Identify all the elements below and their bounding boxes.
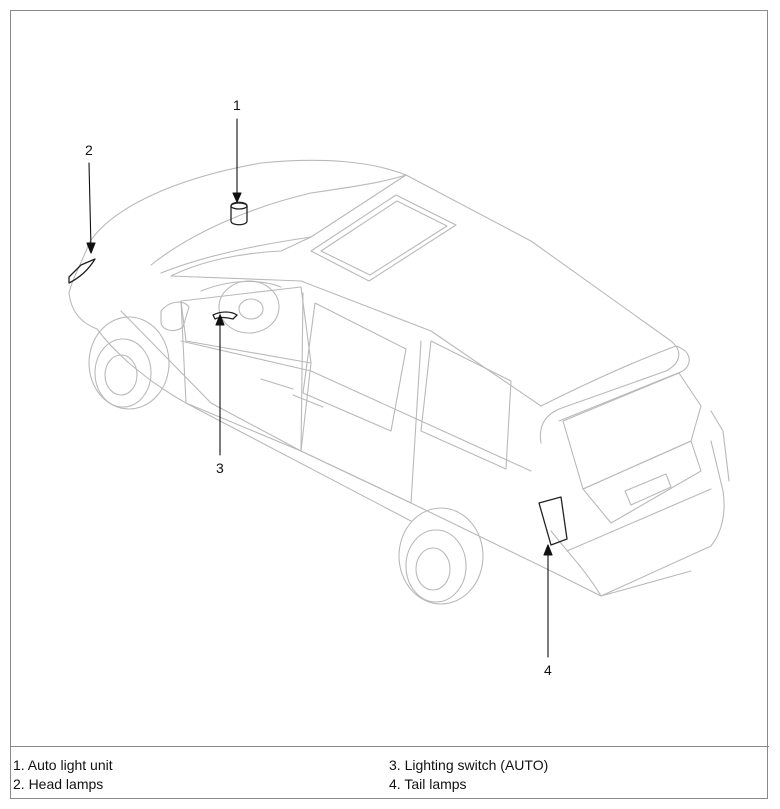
callout-3: 3: [216, 460, 224, 476]
tail-lamp: [539, 497, 567, 545]
legend-item-auto-light-unit: 1. Auto light unit: [13, 756, 113, 775]
plate-recess: [625, 474, 671, 505]
front-window: [181, 287, 311, 363]
rear-wheel-arch: [399, 508, 483, 604]
rear-window: [421, 341, 511, 469]
legend: 1. Auto light unit 2. Head lamps 3. Ligh…: [11, 746, 769, 798]
windshield-lower: [161, 175, 406, 273]
head-lamp: [69, 259, 95, 283]
callout-4: 4: [544, 662, 552, 678]
steering-hub: [239, 299, 263, 319]
sill-line: [121, 311, 691, 596]
rear-hub: [416, 548, 450, 590]
arrow-4: [544, 545, 552, 555]
legend-column-left: 1. Auto light unit 2. Head lamps: [13, 756, 113, 794]
steering-wheel: [219, 281, 279, 333]
rear-glass: [563, 373, 701, 489]
rear-corner: [711, 411, 729, 481]
rear-wheel: [406, 530, 466, 602]
lighting-switch: [213, 312, 237, 319]
legend-column-right: 3. Lighting switch (AUTO) 4. Tail lamps: [389, 756, 548, 794]
arrow-1: [233, 193, 241, 202]
body-side-belt: [181, 341, 531, 471]
slide-window: [303, 303, 406, 431]
front-wheel: [95, 339, 151, 407]
callout-2: 2: [85, 142, 93, 158]
a-pillar: [171, 237, 311, 276]
rear-bumper-line: [567, 489, 711, 551]
legend-item-lighting-switch: 3. Lighting switch (AUTO): [389, 756, 548, 775]
arrow-2: [87, 243, 95, 253]
callout-1: 1: [233, 97, 241, 113]
minivan-drawing: 1 2 3 4: [11, 11, 769, 746]
side-mirror: [161, 302, 189, 330]
slide-door: [301, 293, 421, 503]
legend-item-tail-lamps: 4. Tail lamps: [389, 775, 548, 794]
vehicle-illustration: 1 2 3 4: [11, 11, 769, 746]
auto-light-sensor-top: [231, 203, 247, 209]
hatch-panel: [583, 441, 701, 523]
rear-spoiler: [541, 346, 689, 421]
dash-line: [201, 281, 281, 291]
front-hub: [105, 355, 137, 395]
slide-handle: [293, 395, 323, 407]
diagram-frame: 1 2 3 4 1. Auto light unit 2. Head lamps…: [10, 10, 768, 799]
sunroof-inner: [321, 201, 447, 275]
legend-item-head-lamps: 2. Head lamps: [13, 775, 113, 794]
front-door-handle: [261, 379, 293, 389]
hood-outline: [69, 243, 97, 329]
front-door: [181, 301, 311, 451]
leader-2: [89, 163, 91, 249]
sunroof-outer: [311, 195, 456, 281]
